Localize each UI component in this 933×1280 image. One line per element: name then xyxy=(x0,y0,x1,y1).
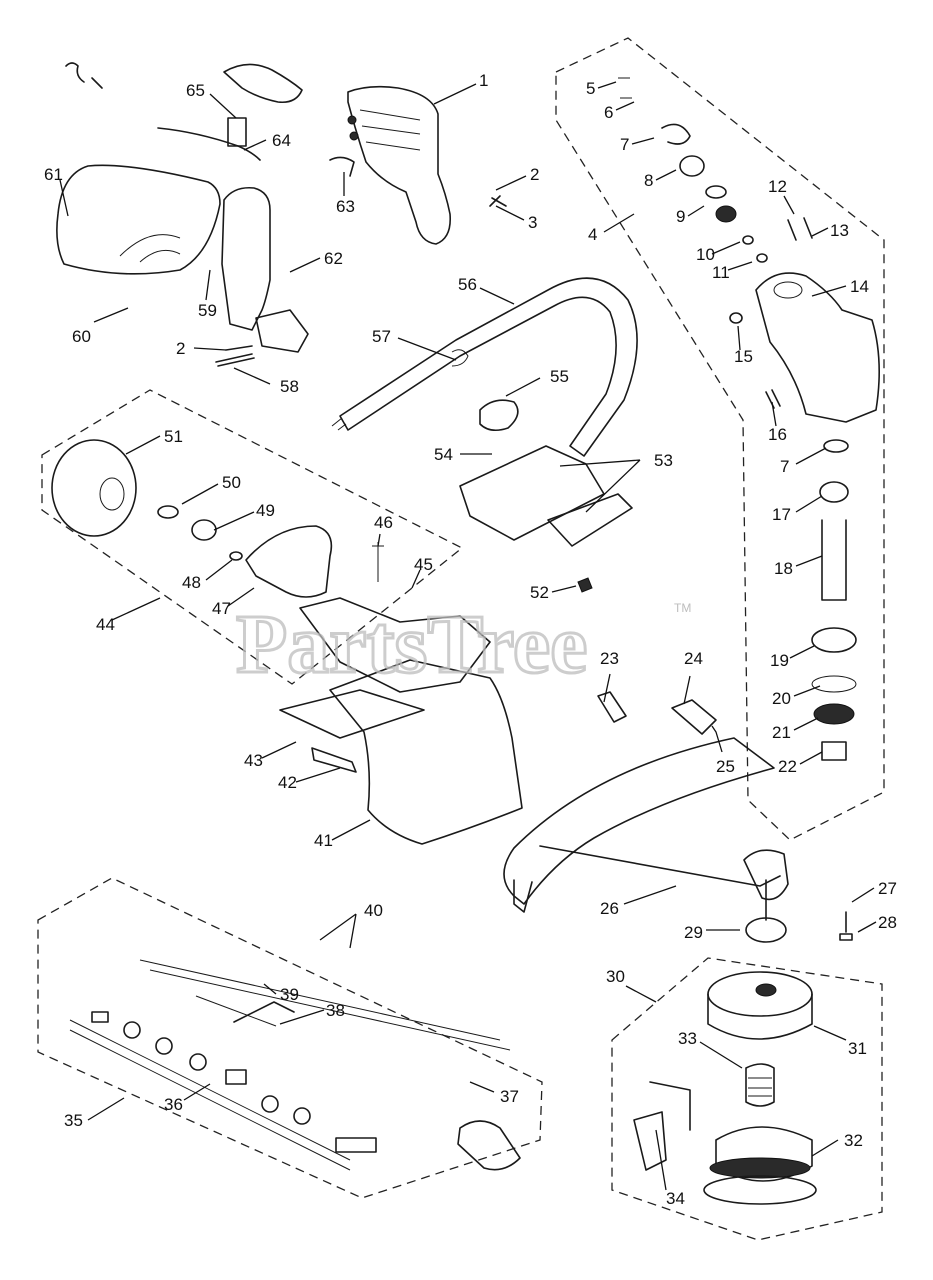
callout-15: 15 xyxy=(734,347,753,366)
spindle-parts xyxy=(743,849,853,943)
callout-57: 57 xyxy=(372,327,391,346)
roll-pin-58 xyxy=(215,353,255,367)
callout-43: 43 xyxy=(244,751,263,770)
trimmer-head-assembly xyxy=(633,971,817,1205)
callout-62: 62 xyxy=(324,249,343,268)
callout-2b: 2 xyxy=(176,339,185,358)
assembly-outline-35 xyxy=(37,877,543,1199)
callout-12: 12 xyxy=(768,177,787,196)
callout-13: 13 xyxy=(830,221,849,240)
callout-48: 48 xyxy=(182,573,201,592)
callout-16: 16 xyxy=(768,425,787,444)
callout-1: 1 xyxy=(479,71,488,90)
callout-26: 26 xyxy=(600,899,619,918)
callout-4: 4 xyxy=(588,225,597,244)
callout-46: 46 xyxy=(374,513,393,532)
callout-41: 41 xyxy=(314,831,333,850)
callout-40: 40 xyxy=(364,901,383,920)
handle-assembly xyxy=(56,62,452,353)
grass-shield xyxy=(503,691,781,913)
callout-47: 47 xyxy=(212,599,231,618)
callout-21: 21 xyxy=(772,723,791,742)
shield-mount-53 xyxy=(459,399,633,593)
callout-19: 19 xyxy=(770,651,789,670)
callout-18: 18 xyxy=(774,559,793,578)
pin-3 xyxy=(491,197,507,207)
callout-24: 24 xyxy=(684,649,703,668)
callout-32: 32 xyxy=(844,1131,863,1150)
leader-lines xyxy=(59,81,877,1191)
callout-64: 64 xyxy=(272,131,291,150)
assembly-outline-30 xyxy=(611,957,883,1241)
callout-9: 9 xyxy=(676,207,685,226)
callout-34: 34 xyxy=(666,1189,685,1208)
callout-42: 42 xyxy=(278,773,297,792)
callout-37: 37 xyxy=(500,1087,519,1106)
callout-52: 52 xyxy=(530,583,549,602)
callout-63: 63 xyxy=(336,197,355,216)
callout-27: 27 xyxy=(878,879,897,898)
callout-28: 28 xyxy=(878,913,897,932)
callout-31: 31 xyxy=(848,1039,867,1058)
callout-33: 33 xyxy=(678,1029,697,1048)
engine-assembly xyxy=(51,439,523,845)
callout-17: 17 xyxy=(772,505,791,524)
assembly-outline-44 xyxy=(41,389,464,685)
callout-56: 56 xyxy=(458,275,477,294)
callout-30: 30 xyxy=(606,967,625,986)
callout-3: 3 xyxy=(528,213,537,232)
drive-shaft-housing xyxy=(331,277,638,457)
callout-38: 38 xyxy=(326,1001,345,1020)
callout-59: 59 xyxy=(198,301,217,320)
callout-8: 8 xyxy=(644,171,653,190)
callout-60: 60 xyxy=(72,327,91,346)
callout-50: 50 xyxy=(222,473,241,492)
callout-53: 53 xyxy=(654,451,673,470)
watermark-text: PartsTree xyxy=(236,598,587,691)
callout-7b: 7 xyxy=(780,457,789,476)
pin-2-top xyxy=(489,195,501,207)
callout-25: 25 xyxy=(716,757,735,776)
callout-49: 49 xyxy=(256,501,275,520)
hardware-kit xyxy=(69,959,521,1171)
callout-61: 61 xyxy=(44,165,63,184)
callout-22: 22 xyxy=(778,757,797,776)
callout-58: 58 xyxy=(280,377,299,396)
callout-44: 44 xyxy=(96,615,115,634)
callout-20: 20 xyxy=(772,689,791,708)
pin-2-lower xyxy=(225,345,253,351)
callout-5: 5 xyxy=(586,79,595,98)
callout-labels: 1 2 3 4 5 6 7 8 9 10 11 12 13 14 15 16 7… xyxy=(44,71,897,1208)
callout-45: 45 xyxy=(414,555,433,574)
callout-11: 11 xyxy=(712,263,730,282)
callout-54: 54 xyxy=(434,445,453,464)
callout-55: 55 xyxy=(550,367,569,386)
watermark-trademark: TM xyxy=(674,601,691,615)
callout-36: 36 xyxy=(164,1095,183,1114)
callout-7: 7 xyxy=(620,135,629,154)
callout-23: 23 xyxy=(600,649,619,668)
callout-14: 14 xyxy=(850,277,869,296)
callout-2: 2 xyxy=(530,165,539,184)
callout-6: 6 xyxy=(604,103,613,122)
callout-29: 29 xyxy=(684,923,703,942)
callout-51: 51 xyxy=(164,427,183,446)
assembly-outline-4 xyxy=(555,37,885,841)
callout-35: 35 xyxy=(64,1111,83,1130)
callout-10: 10 xyxy=(696,245,715,264)
callout-65: 65 xyxy=(186,81,205,100)
callout-39: 39 xyxy=(280,985,299,1004)
gearhead-assembly xyxy=(618,77,880,761)
